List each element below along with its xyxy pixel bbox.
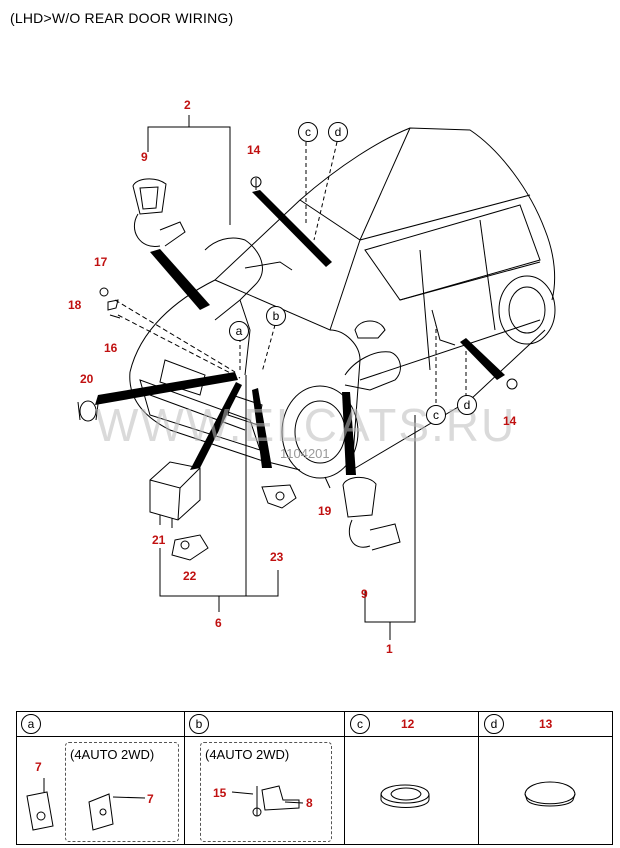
callout-2: 2 [184,98,191,112]
ref-label-d-lower: d [457,395,477,415]
cell-b-variant-box [200,742,332,842]
cell-a-part-7-outer: 7 [35,760,42,774]
detail-table: a b c 12 d 13 7 (4AUTO 2WD) 7 (4AUTO 2WD… [16,711,613,845]
table-part-12: 12 [401,717,415,731]
ref-label-a: a [229,321,249,341]
cell-a-variant-box [65,742,179,842]
callout-9-bottom: 9 [361,587,368,601]
callout-22: 22 [183,569,197,583]
callout-19: 19 [318,504,332,518]
callout-18: 18 [68,298,82,312]
ref-label-d: d [328,122,348,142]
table-header-c: c [350,714,370,734]
car-wiring-illustration [77,115,556,640]
callout-9-top: 9 [141,150,148,164]
callout-20: 20 [80,372,94,386]
table-header-d: d [484,714,504,734]
ref-label-b: b [266,306,286,326]
diagram-title: (LHD>W/O REAR DOOR WIRING) [10,10,234,26]
cell-b-variant-label: (4AUTO 2WD) [205,747,290,762]
detail-drawings [26,778,576,831]
cell-a-variant-label: (4AUTO 2WD) [70,747,155,762]
table-header-b: b [189,714,209,734]
drawing-code: 1104201 [280,446,330,461]
cell-a-part-7-inner: 7 [147,792,154,806]
cell-b-part-15: 15 [213,786,227,800]
callout-14-top: 14 [247,143,261,157]
callout-21: 21 [152,533,166,547]
callout-6: 6 [215,616,222,630]
callout-1: 1 [386,642,393,656]
watermark-text: WWW.ELCATS.RU [95,399,517,451]
callout-14-bottom: 14 [503,414,517,428]
ref-label-c: c [298,122,318,142]
callout-16: 16 [104,341,118,355]
table-part-13: 13 [539,717,553,731]
callout-23: 23 [270,550,284,564]
callout-17: 17 [94,255,108,269]
ref-label-c-lower: c [426,405,446,425]
table-header-a: a [21,714,41,734]
cell-b-part-8: 8 [306,796,313,810]
